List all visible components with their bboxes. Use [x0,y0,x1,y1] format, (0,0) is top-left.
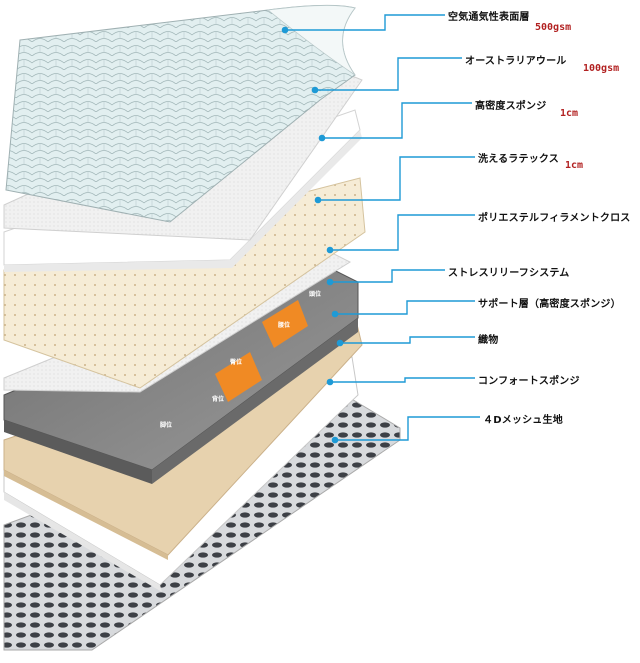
leader-9 [330,377,475,383]
zone-marker-head: 頭位 [309,291,322,298]
leader-8 [340,336,475,344]
leader-7 [335,300,475,315]
label-mesh: ４Dメッシュ生地 [483,415,563,426]
zone-marker-hip: 臀位 [230,359,243,366]
leader-3 [322,102,472,139]
leader-4 [318,156,475,201]
label-hd-sponge: 高密度スポンジ [475,101,547,112]
value-latex: 1cm [565,160,584,171]
value-surface: 500gsm [535,22,572,33]
leader-10 [335,416,480,441]
label-polyester: ポリエステルフィラメントクロス [478,213,631,224]
zone-marker-leg: 脚位 [160,422,173,429]
label-support: サポート層（高密度スポンジ） [478,299,621,310]
zone-marker-waist: 腰位 [278,322,291,329]
label-woven: 織物 [478,335,499,346]
leader-2 [315,57,462,91]
zone-marker-back: 背位 [212,396,225,403]
leader-6 [330,269,445,283]
label-comfort: コンフォートスポンジ [478,376,580,387]
value-hd-sponge: 1cm [560,108,579,119]
value-wool: 100gsm [583,63,620,74]
label-surface: 空気通気性表面層 [448,12,530,23]
leader-1 [285,14,445,31]
zone-orange-1 [215,352,262,402]
zone-orange-2 [262,300,308,348]
leader-5 [330,214,475,251]
leader-lines [281,14,480,444]
label-wool: オーストラリアウール [465,56,567,67]
label-latex: 洗えるラテックス [478,154,559,165]
label-stress-relief: ストレスリリーフシステム [448,268,570,279]
